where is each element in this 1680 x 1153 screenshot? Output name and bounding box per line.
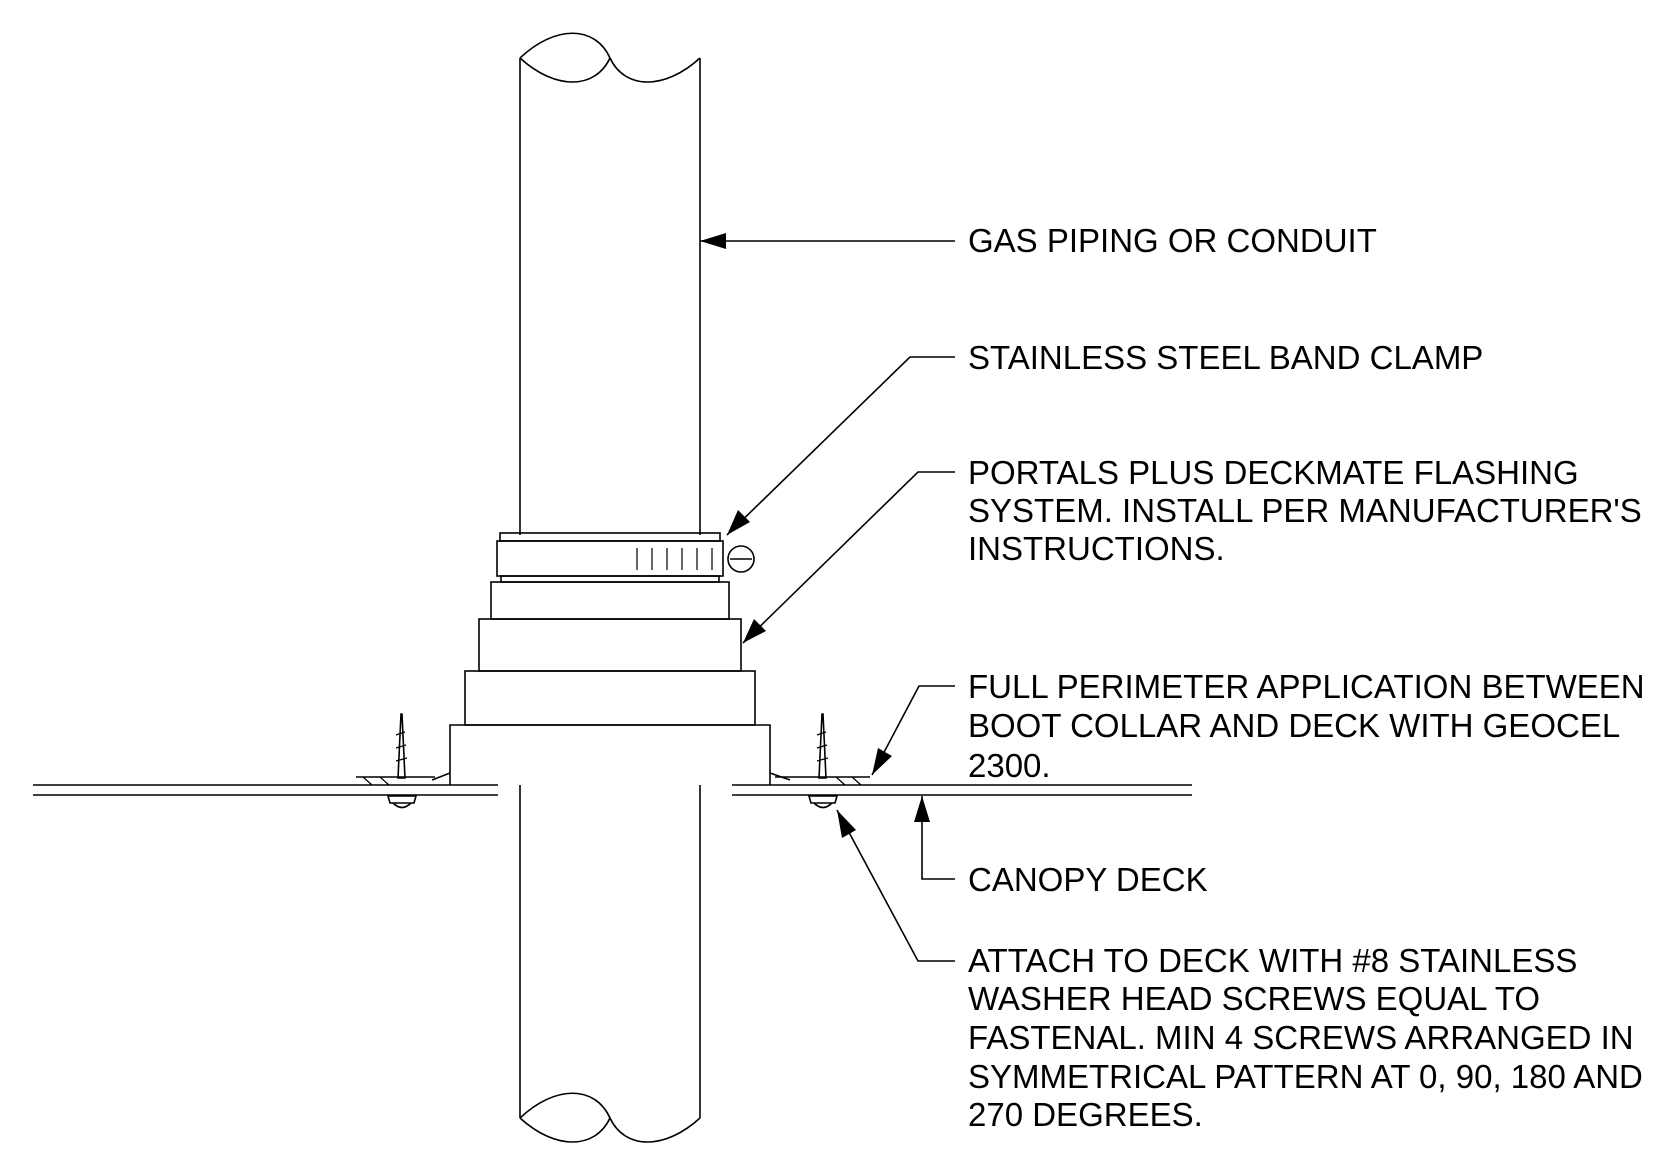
callout-screws: ATTACH TO DECK WITH #8 STAINLESS WASHER … bbox=[968, 942, 1652, 1133]
screw-left bbox=[356, 713, 435, 809]
callout-sealant: FULL PERIMETER APPLICATION BETWEEN BOOT … bbox=[968, 668, 1654, 784]
screw-right bbox=[775, 713, 870, 809]
pipe-upper bbox=[519, 32, 701, 535]
leader-screws bbox=[836, 809, 955, 962]
canopy-deck bbox=[33, 784, 1192, 796]
leader-flashing-system bbox=[742, 471, 955, 644]
callout-band-clamp: STAINLESS STEEL BAND CLAMP bbox=[968, 339, 1483, 376]
leader-canopy-deck bbox=[914, 796, 955, 880]
leader-band-clamp bbox=[726, 356, 955, 536]
flashing-boot bbox=[431, 581, 791, 785]
callout-flashing-system: PORTALS PLUS DECKMATE FLASHING SYSTEM. I… bbox=[968, 454, 1651, 567]
leader-sealant bbox=[871, 685, 955, 776]
leader-gas-piping bbox=[700, 233, 955, 249]
band-clamp bbox=[496, 532, 755, 583]
callout-gas-piping: GAS PIPING OR CONDUIT bbox=[968, 222, 1377, 259]
pipe-lower bbox=[519, 785, 701, 1143]
callout-canopy-deck: CANOPY DECK bbox=[968, 861, 1208, 898]
